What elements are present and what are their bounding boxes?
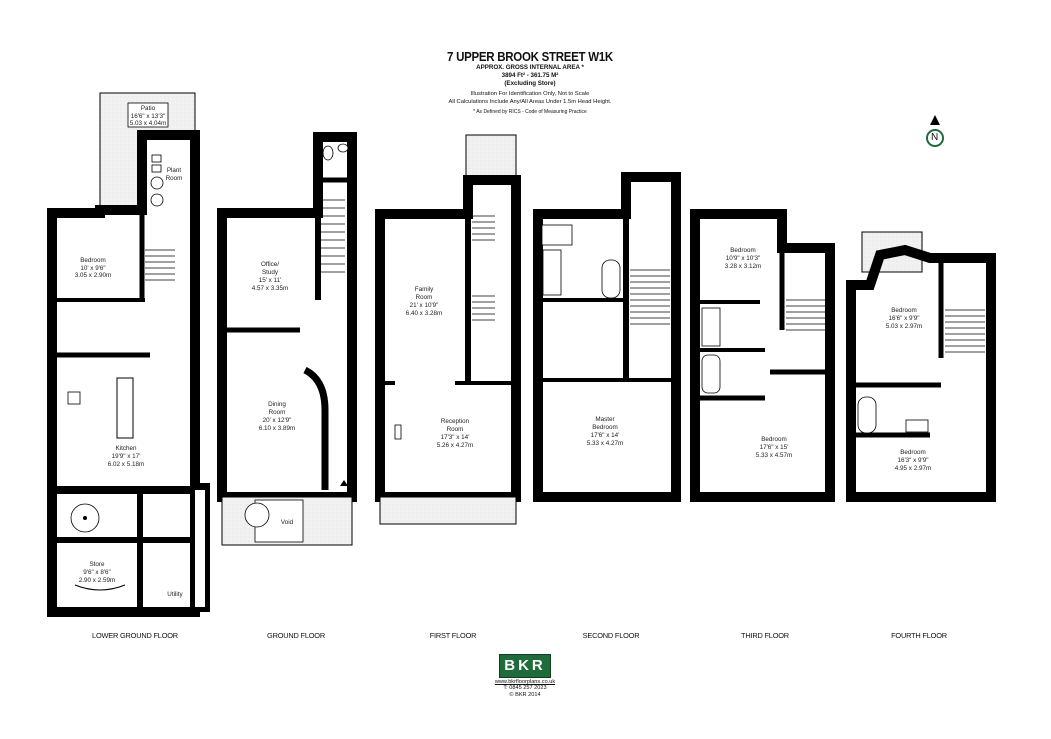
svg-text:6.10 x 3.89m: 6.10 x 3.89m bbox=[259, 425, 295, 432]
svg-text:Patio: Patio bbox=[141, 105, 156, 112]
area-value: 3894 Ft² - 361.75 M² bbox=[501, 72, 559, 79]
third-floor-plan bbox=[690, 209, 835, 502]
svg-text:Room: Room bbox=[447, 426, 464, 433]
svg-text:4.57 x 3.35m: 4.57 x 3.35m bbox=[252, 285, 288, 292]
second-floor-plan bbox=[533, 172, 681, 502]
svg-text:6.40 x 3.28m: 6.40 x 3.28m bbox=[406, 310, 442, 317]
kitchen-island bbox=[116, 377, 134, 439]
svg-text:16'6" x 13'3": 16'6" x 13'3" bbox=[131, 113, 166, 120]
contact-info: www.bkrfloorplans.co.uk T: 0845 257 2023… bbox=[460, 679, 590, 698]
svg-text:10' x 9'6": 10' x 9'6" bbox=[80, 265, 105, 272]
svg-text:16'6" x 9'9": 16'6" x 9'9" bbox=[888, 315, 919, 322]
lower-ground-floor-plan bbox=[47, 92, 210, 617]
svg-text:Utility: Utility bbox=[167, 591, 183, 598]
property-title: 7 UPPER BROOK STREET W1K bbox=[447, 50, 613, 64]
svg-text:Bedroom: Bedroom bbox=[80, 257, 106, 264]
phone-number: T: 0845 257 2023 bbox=[503, 685, 547, 692]
svg-text:Master: Master bbox=[595, 416, 614, 423]
svg-text:17'6" x 15': 17'6" x 15' bbox=[760, 444, 789, 451]
area-note: (Excluding Store) bbox=[504, 80, 556, 87]
disclaimer-1: Illustration For Identification Only, No… bbox=[470, 91, 590, 97]
svg-text:20' x 12'9": 20' x 12'9" bbox=[263, 417, 292, 424]
copyright: © BKR 2014 bbox=[509, 691, 541, 698]
svg-text:10'9" x 10'3": 10'9" x 10'3" bbox=[726, 255, 761, 262]
svg-text:19'9" x 17': 19'9" x 17' bbox=[112, 453, 141, 460]
fourth-floor-plan bbox=[846, 231, 996, 502]
svg-text:9'6" x 8'6": 9'6" x 8'6" bbox=[83, 569, 111, 576]
room-labels: Patio 16'6" x 13'3" 5.03 x 4.04m Plant R… bbox=[75, 105, 931, 598]
bkr-logo: BKR bbox=[499, 654, 551, 678]
north-arrow-icon bbox=[926, 115, 944, 147]
area-label: APPROX. GROSS INTERNAL AREA * bbox=[476, 64, 584, 71]
svg-text:Room: Room bbox=[269, 409, 286, 416]
svg-text:17'3" x 14': 17'3" x 14' bbox=[441, 434, 470, 441]
svg-text:3.05 x 2.90m: 3.05 x 2.90m bbox=[75, 272, 111, 279]
first-floor-plan bbox=[375, 134, 521, 525]
svg-text:Room: Room bbox=[416, 294, 433, 301]
svg-text:Bedroom: Bedroom bbox=[592, 424, 618, 431]
floor-label-fourth: FOURTH FLOOR bbox=[891, 631, 947, 640]
svg-text:16'3" x 9'9": 16'3" x 9'9" bbox=[897, 457, 928, 464]
svg-text:17'6" x 14': 17'6" x 14' bbox=[591, 432, 620, 439]
svg-text:Store: Store bbox=[89, 561, 105, 568]
svg-text:5.33 x 4.27m: 5.33 x 4.27m bbox=[587, 440, 623, 447]
svg-text:Plant: Plant bbox=[167, 167, 182, 174]
svg-text:5.03 x 2.97m: 5.03 x 2.97m bbox=[886, 323, 922, 330]
svg-text:5.26 x 4.27m: 5.26 x 4.27m bbox=[437, 442, 473, 449]
website-link[interactable]: www.bkrfloorplans.co.uk bbox=[494, 679, 556, 685]
floor-label-second: SECOND FLOOR bbox=[582, 631, 640, 640]
svg-text:Bedroom: Bedroom bbox=[730, 247, 756, 254]
svg-text:4.95 x 2.97m: 4.95 x 2.97m bbox=[895, 465, 931, 472]
floor-label-first: FIRST FLOOR bbox=[429, 631, 477, 640]
svg-text:Reception: Reception bbox=[441, 418, 470, 425]
svg-text:Study: Study bbox=[262, 269, 279, 276]
svg-text:3.28 x 3.12m: 3.28 x 3.12m bbox=[725, 263, 761, 270]
svg-text:6.02 x 5.18m: 6.02 x 5.18m bbox=[108, 461, 144, 468]
svg-text:Office/: Office/ bbox=[261, 261, 279, 268]
svg-text:Family: Family bbox=[415, 286, 434, 293]
svg-text:Bedroom: Bedroom bbox=[761, 436, 787, 443]
svg-text:Room: Room bbox=[166, 175, 183, 182]
svg-text:Dining: Dining bbox=[268, 401, 286, 408]
svg-text:5.03 x 4.04m: 5.03 x 4.04m bbox=[130, 120, 166, 127]
floor-label-ground: GROUND FLOOR bbox=[267, 631, 325, 640]
svg-text:Void: Void bbox=[281, 519, 294, 526]
ground-floor-plan bbox=[217, 132, 357, 546]
north-label: N bbox=[931, 132, 939, 143]
svg-text:Kitchen: Kitchen bbox=[115, 445, 137, 452]
svg-text:Bedroom: Bedroom bbox=[891, 307, 917, 314]
footnote: * As Defined by RICS - Code of Measuring… bbox=[473, 109, 587, 115]
svg-text:2.90 x 2.59m: 2.90 x 2.59m bbox=[79, 577, 115, 584]
floor-label-third: THIRD FLOOR bbox=[741, 631, 789, 640]
svg-text:15' x 11': 15' x 11' bbox=[259, 277, 282, 284]
plan-header: 7 UPPER BROOK STREET W1K APPROX. GROSS I… bbox=[380, 50, 680, 115]
disclaimer-2: All Calculations Include Any/All Areas U… bbox=[448, 98, 612, 105]
svg-text:21' x 10'9": 21' x 10'9" bbox=[410, 302, 439, 309]
floor-label-lower-ground: LOWER GROUND FLOOR bbox=[92, 631, 178, 640]
north-compass: N bbox=[925, 115, 945, 153]
hob bbox=[67, 391, 81, 405]
svg-text:5.33 x 4.57m: 5.33 x 4.57m bbox=[756, 452, 792, 459]
patio-label-box bbox=[127, 102, 169, 128]
svg-text:Bedroom: Bedroom bbox=[900, 449, 926, 456]
